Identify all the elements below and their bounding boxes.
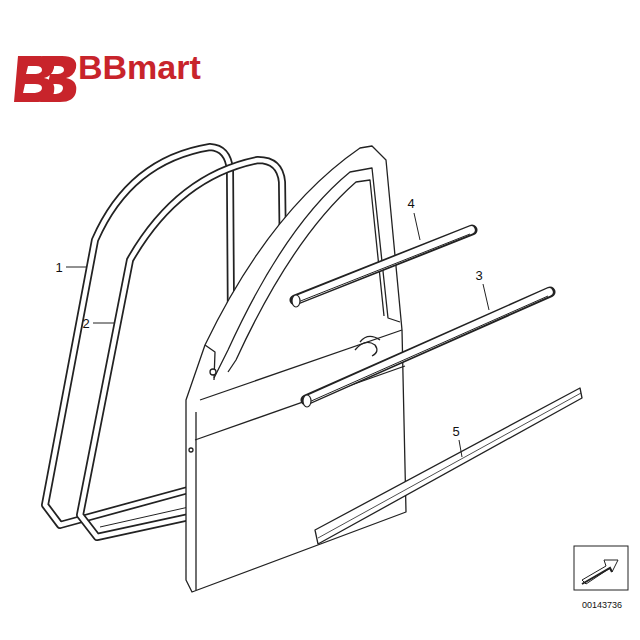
belt-molding-strip <box>303 292 550 407</box>
strip-end <box>292 295 300 307</box>
icon-arrow <box>582 560 618 584</box>
icon-shadow <box>582 568 612 584</box>
window-channel-strip <box>292 230 472 307</box>
brand-name: BBmart <box>78 50 201 84</box>
callout-number: 2 <box>82 317 89 330</box>
leader-line <box>66 267 87 268</box>
strip-line <box>298 234 470 302</box>
callout-number: 3 <box>475 269 482 282</box>
mount-hole <box>189 448 193 452</box>
logo-b <box>40 56 76 102</box>
strip-outline <box>306 292 550 400</box>
callout-number: 1 <box>55 261 62 274</box>
leader-line <box>459 440 462 457</box>
door-lock <box>355 336 380 356</box>
leader-lines <box>66 213 489 457</box>
strip-line <box>309 296 548 402</box>
hinge-corner <box>205 345 215 380</box>
strip-fill <box>296 230 471 300</box>
icon-frame <box>574 546 628 590</box>
strip-fill <box>307 292 549 400</box>
door-edge <box>195 412 196 590</box>
trim-outline <box>315 388 582 544</box>
trim-line <box>318 393 581 538</box>
strip-outline <box>295 230 472 300</box>
callout-number: 5 <box>452 425 459 438</box>
callout-number: 4 <box>407 197 414 210</box>
strip-end <box>303 395 311 407</box>
view-icon <box>574 546 628 590</box>
leader-line <box>93 323 114 324</box>
diagram-number: 00143736 <box>582 601 622 610</box>
logo-mark <box>14 56 76 102</box>
leader-line <box>483 284 489 310</box>
mount-hole <box>210 369 216 375</box>
door-sill-trim <box>315 388 582 544</box>
leader-line <box>414 213 420 240</box>
body-crease <box>195 366 405 440</box>
